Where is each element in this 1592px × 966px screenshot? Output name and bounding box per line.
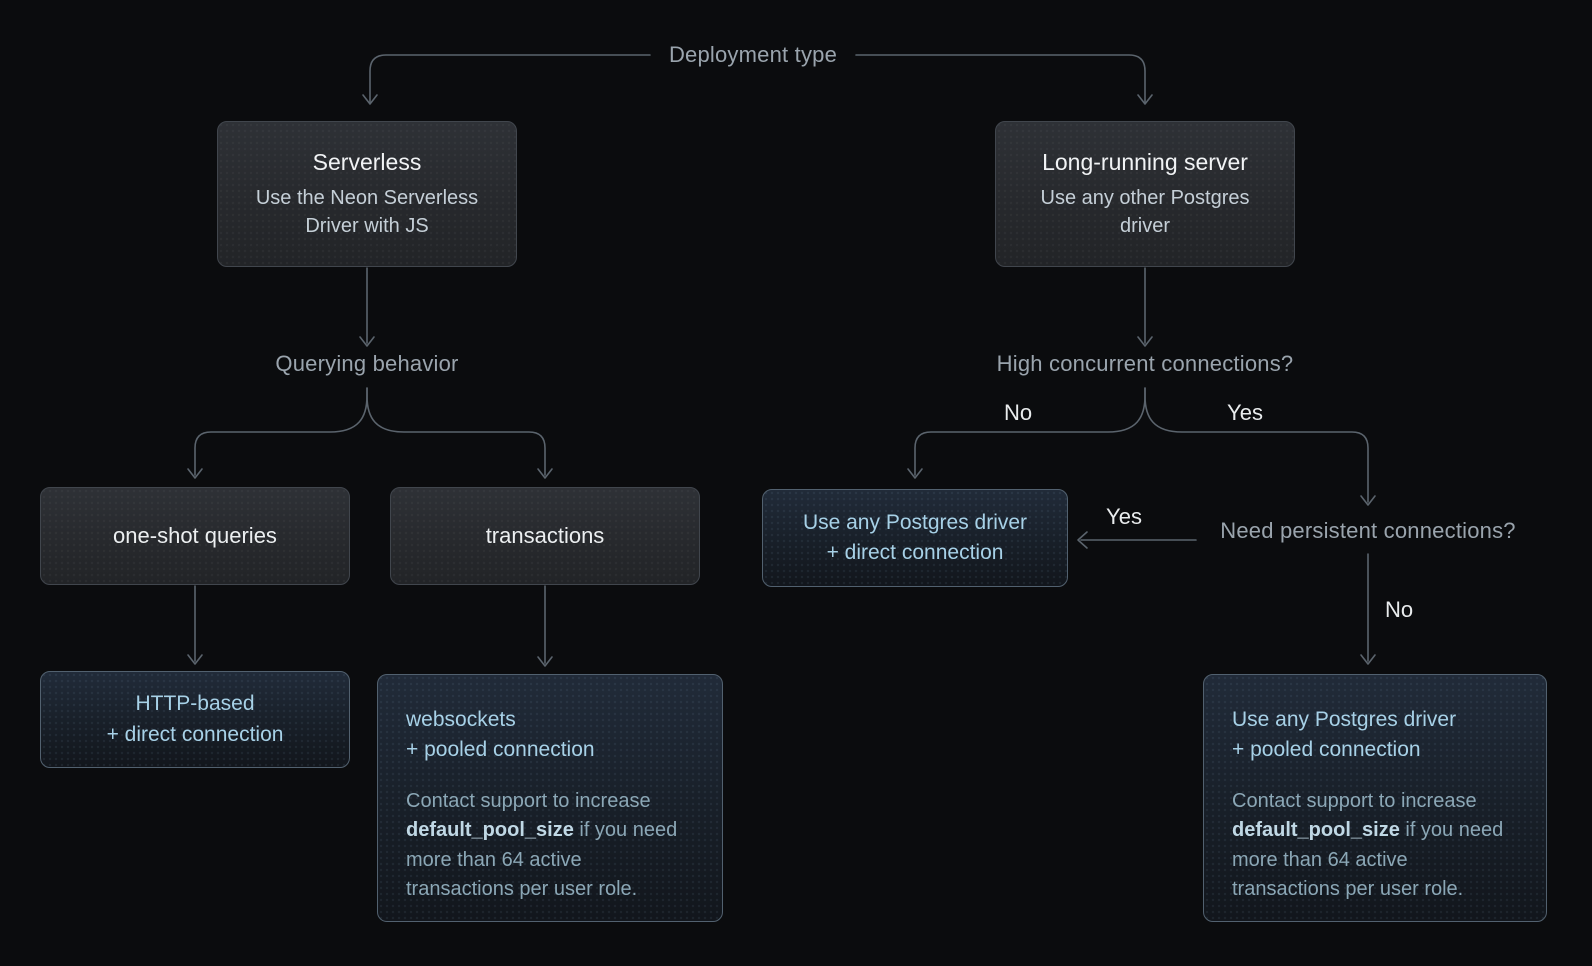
note-code-bold: default_pool_size bbox=[406, 819, 574, 842]
arrowhead-down-icon bbox=[537, 468, 553, 479]
arrowhead-left-icon bbox=[1077, 531, 1088, 549]
arrowhead-down-icon bbox=[537, 656, 553, 667]
http-direct-line1: HTTP-based bbox=[135, 692, 255, 716]
line-root-to-long-running bbox=[855, 54, 1146, 103]
node-serverless: Serverless Use the Neon Serverless Drive… bbox=[217, 121, 517, 267]
note-text: if you need more than 64 active transact… bbox=[1232, 819, 1504, 901]
node-long-running: Long-running server Use any other Postgr… bbox=[995, 121, 1295, 267]
node-one-shot-queries: one-shot queries bbox=[40, 487, 350, 585]
any-driver-direct-line1: Use any Postgres driver bbox=[802, 510, 1028, 534]
node-serverless-title: Serverless bbox=[312, 148, 422, 175]
node-any-driver-direct: Use any Postgres driver + direct connect… bbox=[762, 489, 1068, 587]
branch-label-no-to-pooled: No bbox=[1384, 597, 1414, 622]
branch-label-yes: Yes bbox=[1227, 400, 1263, 425]
node-one-shot-label: one-shot queries bbox=[113, 523, 277, 548]
node-long-running-title: Long-running server bbox=[1042, 148, 1248, 175]
need-persistent-label: Need persistent connections? bbox=[1220, 518, 1516, 543]
line-querying-to-one-shot bbox=[194, 387, 368, 476]
arrowhead-down-icon bbox=[1137, 336, 1153, 347]
arrowhead-down-icon bbox=[1360, 654, 1376, 665]
node-http-direct: HTTP-based + direct connection bbox=[40, 671, 350, 768]
line-root-to-serverless bbox=[369, 54, 651, 103]
arrowhead-down-icon bbox=[1137, 94, 1153, 105]
http-direct-line2: + direct connection bbox=[106, 722, 284, 746]
note-text: Contact support to increase bbox=[406, 789, 651, 812]
root-label: Deployment type bbox=[668, 42, 838, 67]
any-driver-direct-line2: + direct connection bbox=[826, 541, 1004, 564]
websockets-pooled-note: Contact support to increase default_pool… bbox=[406, 787, 694, 905]
node-long-running-subtitle: Use any other Postgres driver bbox=[1040, 187, 1250, 238]
node-transactions-label: transactions bbox=[485, 523, 605, 548]
websockets-pooled-line1: websockets bbox=[406, 708, 516, 731]
node-websockets-pooled: websockets + pooled connection Contact s… bbox=[377, 674, 723, 922]
arrowhead-down-icon bbox=[359, 336, 375, 347]
line-querying-to-transactions bbox=[366, 387, 546, 476]
arrowhead-down-icon bbox=[907, 468, 923, 479]
node-transactions: transactions bbox=[390, 487, 700, 585]
arrowhead-down-icon bbox=[1360, 495, 1376, 506]
node-serverless-subtitle: Use the Neon Serverless Driver with JS bbox=[255, 187, 479, 238]
high-concurrent-label: High concurrent connections? bbox=[996, 351, 1294, 376]
note-text: Contact support to increase bbox=[1232, 789, 1477, 812]
any-driver-pooled-line2: + pooled connection bbox=[1232, 738, 1421, 762]
branch-label-no: No bbox=[1003, 400, 1033, 425]
arrowhead-down-icon bbox=[362, 94, 378, 105]
note-text: if you need more than 64 active transact… bbox=[406, 819, 678, 901]
arrowhead-down-icon bbox=[187, 654, 203, 665]
any-driver-pooled-line1: Use any Postgres driver bbox=[1232, 708, 1457, 731]
websockets-pooled-line2: + pooled connection bbox=[406, 738, 595, 762]
any-driver-pooled-note: Contact support to increase default_pool… bbox=[1232, 787, 1518, 905]
note-code-bold: default_pool_size bbox=[1232, 819, 1400, 842]
branch-label-yes-to-direct: Yes bbox=[1106, 504, 1142, 529]
querying-behavior-label: Querying behavior bbox=[275, 351, 459, 376]
node-any-driver-pooled: Use any Postgres driver + pooled connect… bbox=[1203, 674, 1547, 922]
arrowhead-down-icon bbox=[187, 468, 203, 479]
